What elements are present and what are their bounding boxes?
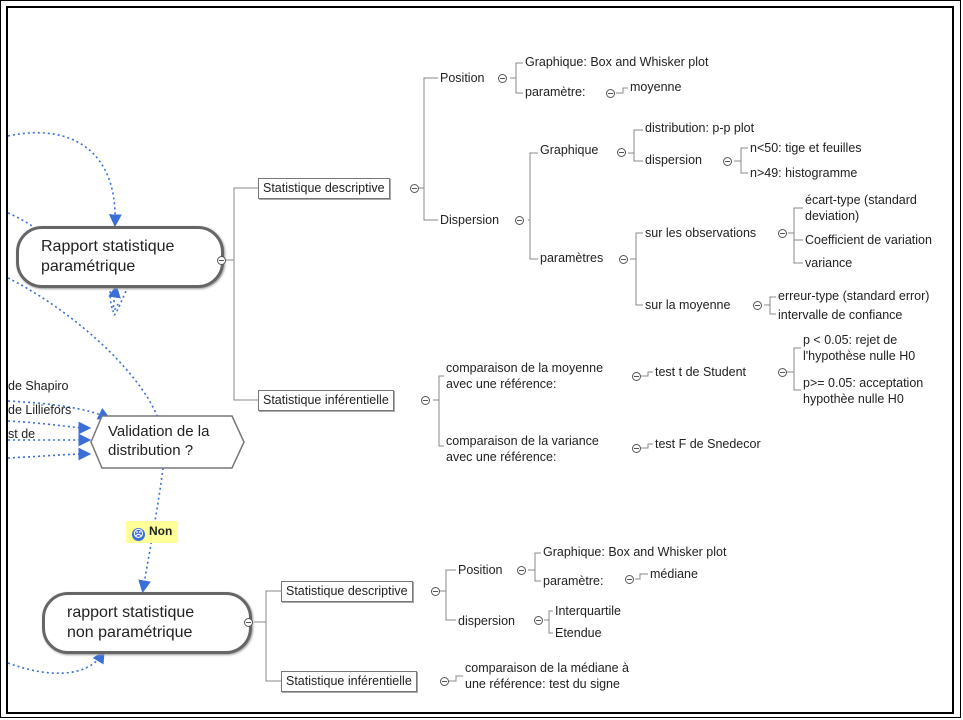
topic-rapport-parametrique[interactable]: Rapport statistique paramétrique (16, 226, 224, 288)
collapse-icon[interactable] (625, 575, 634, 584)
node-test-t-student[interactable]: test t de Student (655, 365, 747, 379)
collapse-icon[interactable] (606, 89, 615, 98)
collapse-icon[interactable] (617, 148, 626, 157)
collapse-icon[interactable] (515, 216, 524, 225)
sad-face-icon: ☹ (132, 528, 145, 541)
collapse-icon[interactable] (534, 616, 543, 625)
non-text: Non (149, 524, 173, 538)
node-erreur-type[interactable]: erreur-type (standard error) (778, 289, 930, 303)
collapse-icon[interactable] (753, 301, 762, 310)
node-np-dispersion[interactable]: dispersion (458, 614, 515, 628)
node-np-etendue[interactable]: Etendue (555, 626, 602, 640)
topic-validation-distribution[interactable]: Validation de la distribution ? (108, 423, 210, 459)
node-rejet-h0[interactable]: p < 0.05: rejet de l'hypothèse nulle H0 (803, 333, 916, 363)
node-sur-la-moyenne[interactable]: sur la moyenne (645, 298, 731, 312)
node-dispersion[interactable]: Dispersion (440, 213, 500, 227)
node-tige-feuilles[interactable]: n<50: tige et feuilles (750, 141, 862, 155)
node-np-mediane[interactable]: médiane (650, 567, 698, 581)
tree-branches (226, 62, 803, 682)
node-statistique-inferentielle[interactable]: Statistique inférentielle (258, 390, 394, 411)
collapse-icon[interactable] (244, 618, 253, 627)
mindmap-canvas[interactable]: de Shapiro de Lilliefors st de Rapport s… (6, 6, 954, 714)
collapse-icon[interactable] (778, 229, 787, 238)
node-np-position[interactable]: Position (458, 563, 503, 577)
node-position[interactable]: Position (440, 71, 485, 85)
collapse-icon[interactable] (632, 372, 641, 381)
node-parametre[interactable]: paramètre: (525, 85, 586, 99)
collapse-icon[interactable] (778, 368, 787, 377)
node-distribution-pp-plot[interactable]: distribution: p-p plot (645, 121, 755, 135)
non-label: ☹ Non (126, 521, 179, 543)
node-np-graphique[interactable]: Graphique: Box and Whisker plot (543, 545, 727, 559)
node-intervalle-confiance[interactable]: intervalle de confiance (778, 308, 903, 322)
collapse-icon[interactable] (619, 255, 628, 264)
node-np-comparaison-mediane[interactable]: comparaison de la médiane à une référenc… (465, 661, 629, 691)
node-np-statistique-descriptive[interactable]: Statistique descriptive (281, 581, 413, 602)
collapse-icon[interactable] (498, 74, 507, 83)
node-variance[interactable]: variance (805, 256, 853, 270)
node-histogramme[interactable]: n>49: histogramme (750, 166, 858, 180)
node-np-statistique-inferentielle[interactable]: Statistique inférentielle (281, 671, 417, 692)
side-label-shapiro: de Shapiro (8, 379, 69, 393)
collapse-icon[interactable] (217, 256, 226, 265)
node-comparaison-moyenne[interactable]: comparaison de la moyenne avec une référ… (446, 361, 604, 391)
collapse-icon[interactable] (440, 677, 449, 686)
topic-rapport-non-parametrique[interactable]: rapport statistique non paramétrique (42, 592, 252, 654)
node-test-f-snedecor[interactable]: test F de Snedecor (655, 437, 761, 451)
node-np-interquartile[interactable]: Interquartile (555, 604, 622, 618)
validation-node-shape[interactable] (90, 414, 250, 470)
node-moyenne[interactable]: moyenne (630, 80, 682, 94)
node-statistique-descriptive[interactable]: Statistique descriptive (258, 178, 390, 199)
collapse-icon[interactable] (410, 184, 419, 193)
node-sur-les-observations[interactable]: sur les observations (645, 226, 757, 240)
collapse-icon[interactable] (431, 587, 440, 596)
collapse-icon[interactable] (632, 444, 641, 453)
collapse-icon[interactable] (723, 157, 732, 166)
node-coefficient-variation[interactable]: Coefficient de variation (805, 233, 932, 247)
node-dispersion-graph[interactable]: dispersion (645, 153, 702, 167)
node-np-parametre[interactable]: paramètre: (543, 574, 604, 588)
collapse-icon[interactable] (421, 396, 430, 405)
node-ecart-type[interactable]: écart-type (standard deviation) (805, 193, 917, 223)
node-parametres[interactable]: paramètres (540, 251, 604, 265)
node-graphique[interactable]: Graphique (540, 143, 599, 157)
node-graphique-box-whisker[interactable]: Graphique: Box and Whisker plot (525, 55, 709, 69)
side-label-lilliefors: de Lilliefors (8, 403, 72, 417)
node-acceptation-h0[interactable]: p>= 0.05: acceptation hypothèe nulle H0 (803, 376, 924, 406)
side-label-test: st de (8, 427, 36, 441)
collapse-icon[interactable] (517, 566, 526, 575)
node-comparaison-variance[interactable]: comparaison de la variance avec une réfé… (446, 434, 599, 464)
